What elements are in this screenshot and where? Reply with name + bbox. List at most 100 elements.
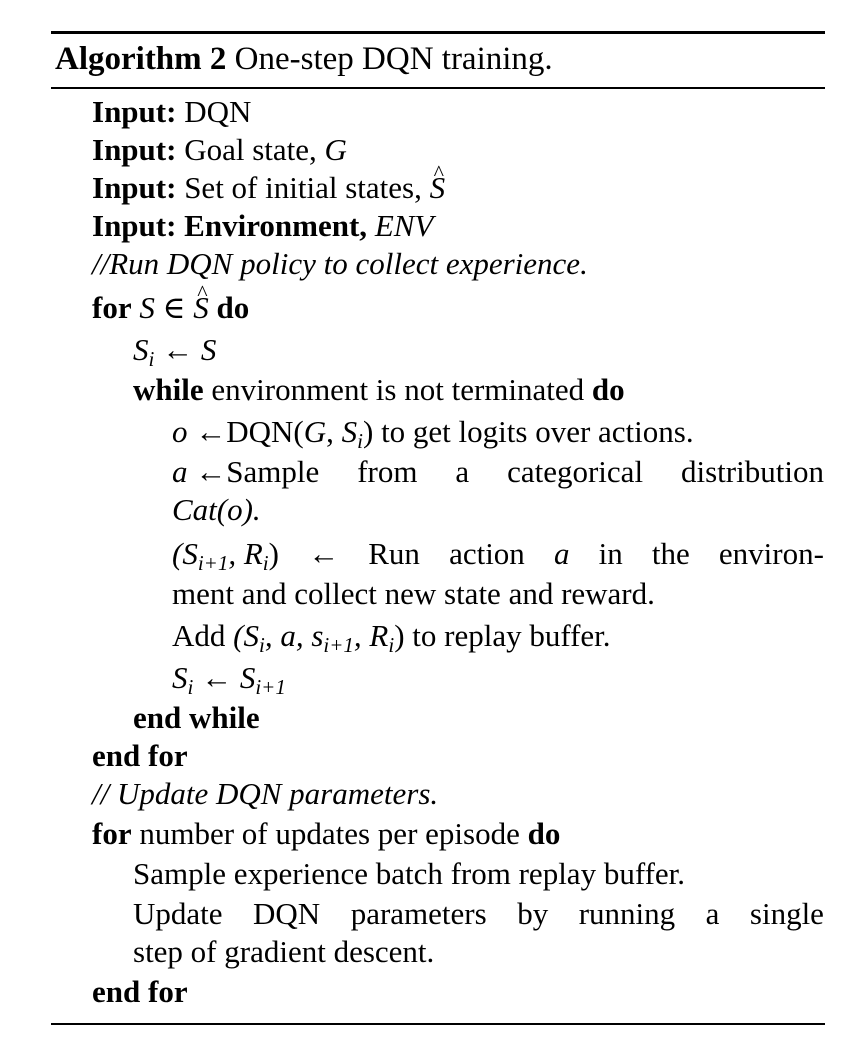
math-var: S	[139, 290, 155, 325]
input-initial-states-line: Input: Set of initial states, S	[92, 156, 446, 205]
for-updates-line: for number of updates per episode do	[92, 817, 560, 851]
line-text: ←Sample	[195, 454, 320, 489]
caption-rule	[51, 87, 825, 89]
input-environment-line: Input: Environment, ENV	[92, 209, 433, 243]
top-rule	[51, 31, 825, 34]
input-goal-line: Input: Goal state, G	[92, 133, 347, 167]
do-keyword: do	[216, 290, 250, 325]
line-word: action	[449, 536, 525, 571]
line-word: the	[651, 536, 690, 571]
math-var: , R	[353, 618, 389, 653]
caption-label: Algorithm 2	[55, 41, 227, 77]
line-word: a	[455, 454, 470, 489]
math-subscript: i	[357, 429, 363, 453]
line-word: in	[598, 536, 623, 571]
math-var: , a, s	[264, 618, 324, 653]
punctuation: )	[362, 414, 374, 449]
line-word: Run	[368, 536, 420, 571]
while-condition: environment is not terminated	[211, 372, 585, 407]
algorithm-caption: Algorithm 2 One-step DQN training.	[55, 37, 553, 81]
input-text: Set of initial states,	[184, 170, 422, 205]
input-keyword: Input:	[92, 170, 177, 205]
line-word: distribution	[681, 454, 824, 489]
add-buffer-line: Add (Si, a, si+1, Ri) to replay buffer.	[172, 619, 611, 662]
math-var: S	[239, 660, 256, 695]
line-word: parameters	[350, 896, 487, 931]
math-var: S	[200, 332, 217, 367]
for-keyword: for	[92, 816, 132, 851]
input-text: DQN	[184, 94, 252, 129]
logits-line: o ←DQN(G, Si) to get logits over actions…	[172, 415, 694, 458]
math-var: S	[193, 276, 209, 325]
math-subscript: i+1	[197, 551, 229, 575]
line-text: to replay buffer.	[412, 618, 611, 653]
function-name: DQN(	[226, 414, 304, 449]
while-line: while environment is not terminated do	[133, 373, 625, 407]
arrow-symbol: ←	[195, 414, 227, 449]
math-var: G	[324, 132, 347, 167]
do-keyword: do	[591, 372, 625, 407]
arrow-symbol: ←	[201, 660, 233, 695]
math-var: S	[341, 414, 358, 449]
comment-collect: //Run DQN policy to collect experience.	[92, 246, 588, 281]
input-dqn-line: Input: DQN	[92, 95, 251, 129]
math-subscript: i	[388, 633, 395, 657]
input-keyword: Input:	[92, 94, 177, 129]
math-var: S	[430, 156, 446, 205]
sample-batch-line: Sample experience batch from replay buff…	[133, 856, 686, 891]
math-var: S	[133, 332, 149, 367]
math-var: (S	[172, 536, 198, 571]
line-word: a	[705, 896, 720, 931]
punctuation: )	[268, 536, 279, 571]
math-subscript: i	[262, 551, 269, 575]
line-word: DQN	[253, 896, 321, 931]
update-params-line: Update DQN parameters by running a singl…	[133, 897, 824, 931]
assign-si-line: Si ← S	[133, 333, 216, 376]
run-action-line: (Si+1, Ri) ← Run action a in the environ…	[172, 537, 824, 580]
run-action-cont-line: ment and collect new state and reward.	[172, 576, 655, 611]
math-var: o	[172, 414, 188, 449]
line-word: running	[578, 896, 676, 931]
punctuation: )	[394, 618, 405, 653]
math-var: a	[553, 536, 570, 571]
caption-title: One-step DQN training.	[234, 41, 553, 77]
line-word: by	[517, 896, 549, 931]
math-symbol: ∈	[162, 290, 186, 325]
math-subscript: i	[148, 347, 155, 371]
end-for-final-line: end for	[92, 974, 188, 1009]
math-var: (S	[233, 618, 259, 653]
punctuation: ,	[326, 414, 334, 449]
line-word: single	[749, 896, 824, 931]
line-word: from	[357, 454, 418, 489]
math-var: a	[172, 454, 188, 489]
line-word: environ-	[718, 536, 824, 571]
line-text: Add	[172, 618, 226, 653]
line-word: categorical	[507, 454, 644, 489]
arrow-symbol: ←	[308, 536, 340, 571]
end-for-line: end for	[92, 738, 188, 773]
math-var: G	[303, 414, 327, 449]
line-text: to get logits over actions.	[381, 414, 694, 449]
for-states-line: for S ∈ S do	[92, 276, 250, 325]
update-params-cont-line: step of gradient descent.	[133, 934, 435, 969]
line-word: Update	[133, 896, 223, 931]
sample-line: a ←Sample from a categorical distributio…	[172, 455, 824, 489]
math-subscript: i+1	[255, 675, 286, 699]
for-keyword: for	[92, 290, 132, 325]
categorical-line: Cat(o).	[172, 492, 261, 527]
assign-si-next-line: Si ← Si+1	[172, 661, 286, 704]
comment-update: // Update DQN parameters.	[92, 776, 439, 811]
input-text: Goal state,	[184, 132, 317, 167]
while-keyword: while	[133, 372, 204, 407]
arrow-symbol: ←	[162, 332, 194, 367]
bottom-rule	[51, 1023, 825, 1025]
math-var: , R	[228, 536, 263, 571]
do-keyword: do	[527, 816, 561, 851]
end-while-line: end while	[133, 700, 260, 735]
math-var: S	[172, 660, 188, 695]
math-subscript: i	[187, 675, 194, 699]
math-var: ENV	[374, 208, 434, 243]
line-text: number of updates per episode	[139, 816, 520, 851]
input-keyword: Input: Environment,	[92, 208, 368, 243]
math-subscript: i	[258, 633, 265, 657]
